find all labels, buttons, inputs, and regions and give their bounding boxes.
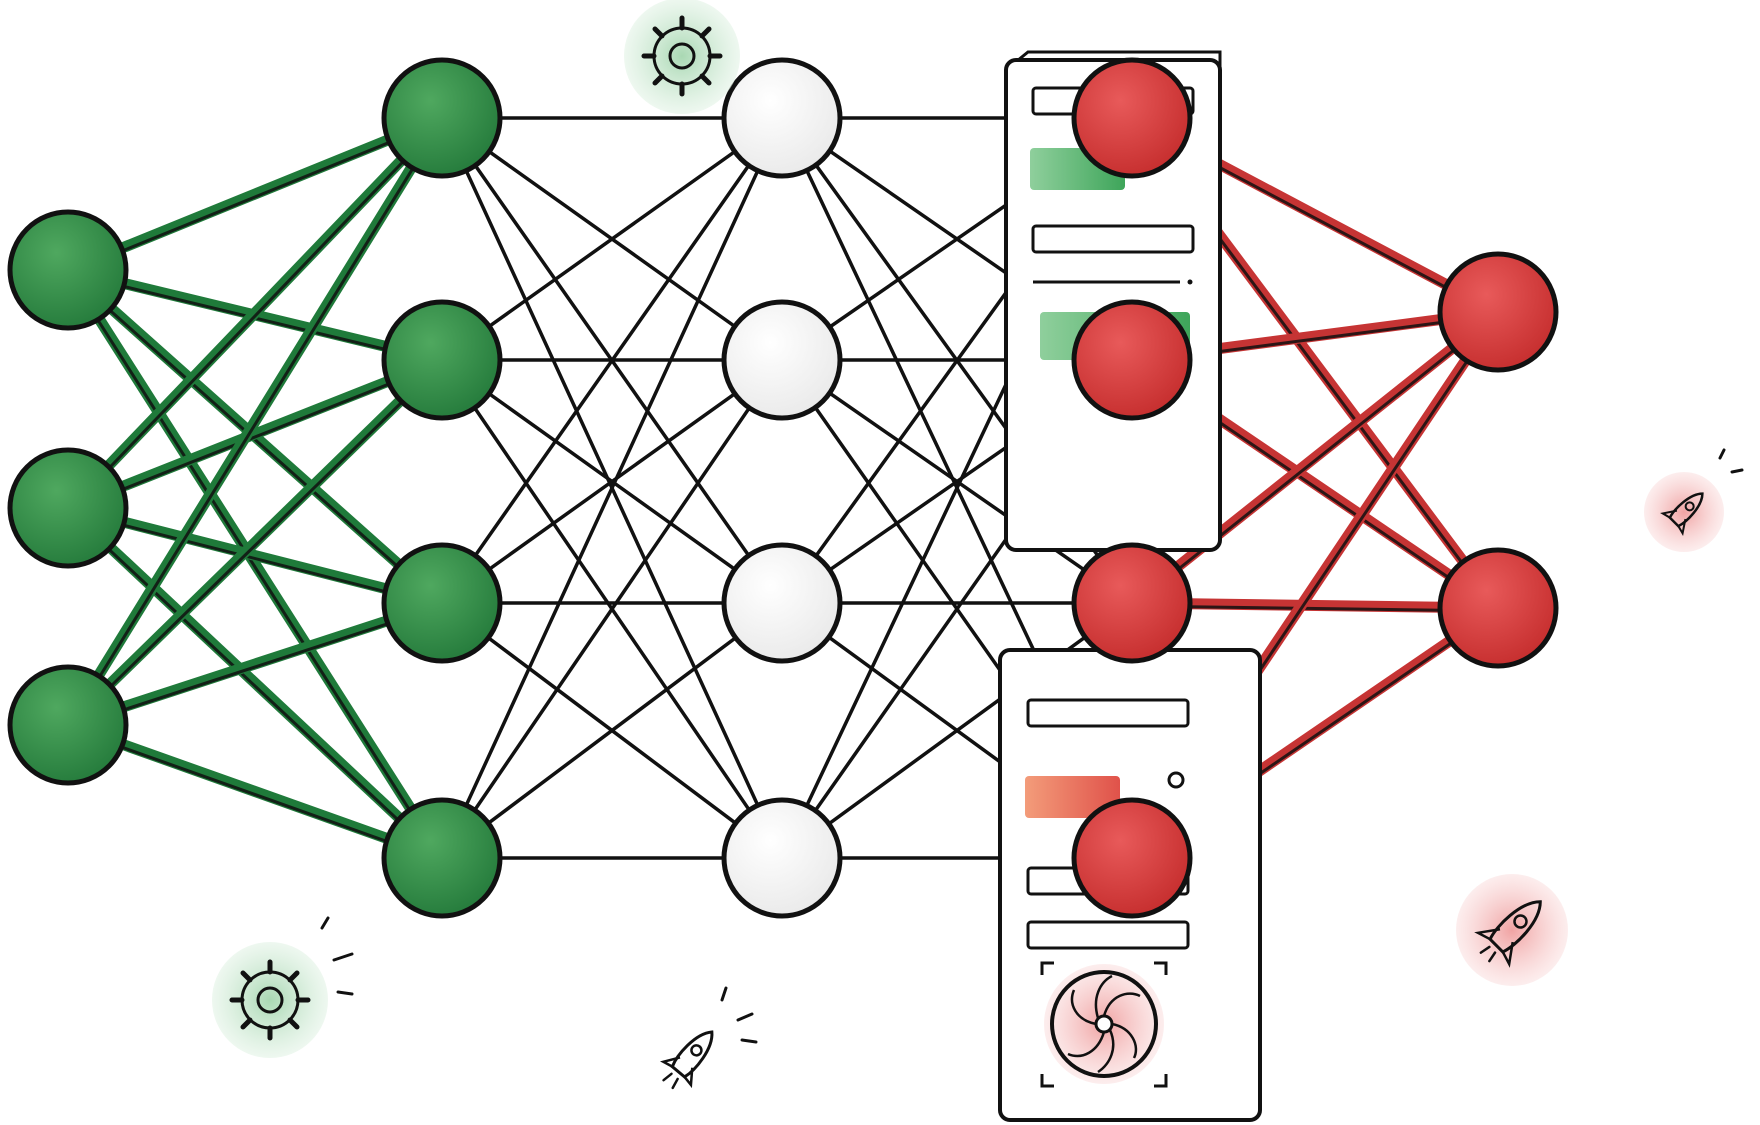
node-hidden-3-2 [1071, 299, 1193, 421]
connection-input-1-0 [62, 112, 448, 514]
connection-outline [1131, 313, 1499, 608]
server-bottom-bar-red [1025, 776, 1120, 818]
connection-input-2-1 [62, 354, 448, 731]
node-hidden-1-3 [381, 542, 503, 664]
connection-input-2-2 [62, 597, 448, 731]
connection-input-1-3 [62, 502, 448, 864]
node-hidden-1-1 [381, 57, 503, 179]
connection-outline [67, 119, 443, 275]
gear-badge-bottom [212, 916, 354, 1058]
connection-outline [67, 361, 443, 513]
connection-outline [67, 726, 443, 863]
connection-input-1-2 [62, 502, 448, 609]
connection-outline [67, 604, 443, 730]
connection-outline [66, 272, 444, 862]
rocket-icon [1660, 492, 1704, 536]
badge [1456, 874, 1568, 986]
server-bottom-bar-3 [1026, 920, 1190, 950]
badge [1644, 472, 1724, 552]
rocket-badge-mid [1644, 448, 1744, 552]
connection-hidden-1-3-0 [440, 116, 784, 860]
node-input-1 [7, 209, 129, 331]
badge [212, 942, 328, 1058]
node-input-3 [7, 664, 129, 786]
connection-hidden-1-1-0 [440, 116, 784, 362]
connection-input-2-3 [62, 719, 448, 864]
node-hidden-2-4 [721, 797, 843, 919]
node-output-2 [1437, 547, 1559, 669]
connection-outline [66, 120, 444, 729]
node-hidden-2-1 [721, 57, 843, 179]
node-hidden-1-4 [381, 797, 503, 919]
connection-hidden-3-2-0 [1126, 306, 1504, 609]
connection-input-0-3 [62, 264, 448, 864]
connection-outline [66, 119, 444, 513]
connections [62, 112, 1504, 864]
rocket-badge-bottom [1456, 874, 1568, 986]
node-hidden-3-1 [1071, 57, 1193, 179]
gear-icon [641, 15, 723, 97]
node-hidden-1-2 [381, 299, 503, 421]
connection-hidden-2-3-2 [780, 601, 1134, 860]
rocket-icon [1474, 900, 1542, 968]
connection-hidden-1-3-2 [440, 601, 784, 860]
node-input-2 [7, 447, 129, 569]
connection-input-0-0 [62, 112, 448, 276]
node-hidden-3-4 [1071, 797, 1193, 919]
node-hidden-2-3 [721, 542, 843, 664]
gear-badge-top [624, 0, 740, 114]
connection-input-1-1 [62, 354, 448, 514]
connection-outline [1131, 604, 1499, 613]
rocket-icon [659, 1030, 714, 1090]
connection-outline [66, 361, 444, 730]
server-top-dot [1187, 279, 1193, 285]
connection-input-2-0 [62, 112, 448, 731]
node-hidden-2-2 [721, 299, 843, 421]
rocket-small-sparks [720, 986, 758, 1044]
node-output-1 [1437, 251, 1559, 373]
gear-icon [229, 959, 311, 1041]
connection-hidden-1-2-0 [440, 116, 784, 605]
connection-outline [67, 509, 443, 608]
connection-outline [66, 509, 444, 863]
server-top-bar-2 [1031, 224, 1195, 254]
server-bottom-bar-1 [1026, 698, 1190, 728]
nodes [7, 57, 1559, 919]
rocket-small [659, 1030, 714, 1090]
node-hidden-3-3 [1071, 542, 1193, 664]
fan-icon [1040, 961, 1168, 1088]
connection-hidden-3-2-1 [1126, 597, 1504, 614]
connection-hidden-1-2-1 [440, 358, 784, 605]
connection-hidden-1-3-1 [440, 358, 784, 860]
server-bottom-power-dot [1167, 771, 1185, 789]
